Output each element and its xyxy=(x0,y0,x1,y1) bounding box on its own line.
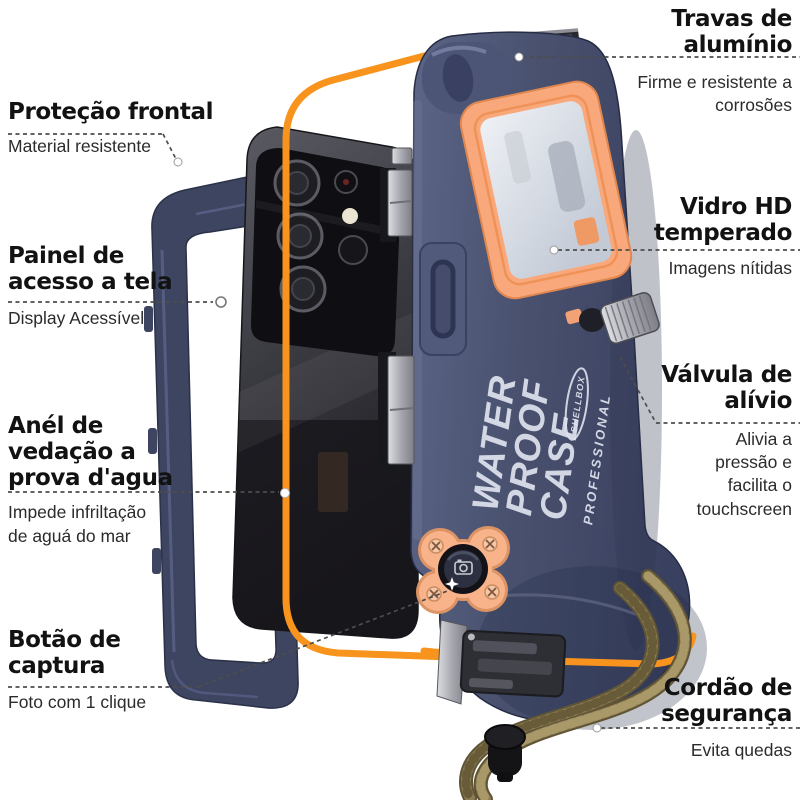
frame-tab xyxy=(148,428,157,454)
buckle xyxy=(419,242,467,356)
leader-protecao xyxy=(162,133,177,160)
callout-vidro: Vidro HD temperado Imagens nítidas xyxy=(653,194,793,280)
callout-travas: Travas de alumínio Firme e resistente a … xyxy=(637,6,792,117)
camera-flash xyxy=(342,208,358,224)
phone-volume-button xyxy=(233,305,239,349)
phone-power-button xyxy=(233,362,238,392)
marker-vidro xyxy=(549,245,559,255)
callout-valvula-title: Válvula de alívio xyxy=(661,362,792,414)
seal-gasket xyxy=(282,51,564,665)
marker-travas xyxy=(514,52,524,62)
camera-module xyxy=(250,148,401,357)
callout-vidro-title: Vidro HD temperado xyxy=(653,194,793,246)
callout-protecao-subtitle: Material resistente xyxy=(8,135,151,156)
frame-tab xyxy=(152,548,161,574)
bottom-latch xyxy=(436,619,567,705)
callout-painel-title: Painel de acesso a tela xyxy=(8,243,173,295)
cord-toggle[interactable] xyxy=(484,724,526,782)
shutter-button[interactable] xyxy=(416,526,510,614)
callout-anel-subtitle: Impede infriltação de aguá do mar xyxy=(8,502,147,546)
camera-icon xyxy=(454,559,473,575)
leader-valvula-diag xyxy=(619,356,657,424)
callout-travas-subtitle: Firme e resistente a corrosões xyxy=(637,71,792,115)
safety-cord xyxy=(459,569,692,800)
hinge-knuckle-top xyxy=(422,42,512,114)
callout-valvula: Válvula de alívio Alivia a pressão e fac… xyxy=(661,362,792,521)
callout-valvula-subtitle: Alivia a pressão e facilita o touchscree… xyxy=(696,428,792,519)
phone xyxy=(232,126,419,639)
relief-valve xyxy=(565,292,660,344)
star-marker xyxy=(445,577,459,591)
callout-botao: Botão de captura Foto com 1 clique xyxy=(8,627,147,714)
front-frame xyxy=(144,174,299,709)
aluminium-side-latches xyxy=(378,147,415,470)
callout-protecao-title: Proteção frontal xyxy=(8,99,214,125)
callout-travas-title: Travas de alumínio xyxy=(671,6,792,58)
phone-reflection xyxy=(318,452,348,512)
callout-vidro-subtitle: Imagens nítidas xyxy=(668,257,792,278)
marker-anel xyxy=(280,488,290,498)
back-case: WATER PROOF CASE PROFESSIONAL SHELLBOX xyxy=(378,28,707,730)
callout-botao-title: Botão de captura xyxy=(8,627,121,679)
callout-painel: Painel de acesso a tela Display Acessíve… xyxy=(8,243,173,330)
callout-cordao-title: Cordão de segurança xyxy=(661,675,792,727)
camera-sensor xyxy=(338,235,368,265)
marker-protecao xyxy=(173,157,183,167)
callout-protecao: Proteção frontal Material resistente xyxy=(8,99,214,158)
callout-painel-subtitle: Display Acessível xyxy=(8,307,145,328)
marker-painel xyxy=(215,296,227,308)
leader-lines xyxy=(8,56,800,729)
callout-botao-subtitle: Foto com 1 clique xyxy=(8,691,147,712)
callout-cordao-subtitle: Evita quedas xyxy=(690,739,792,760)
leader-botao xyxy=(197,589,451,688)
callout-anel: Anél de vedação a prova d'agua Impede in… xyxy=(8,413,173,548)
camera-window xyxy=(459,80,633,300)
marker-cordao xyxy=(592,723,602,733)
callout-anel-title: Anél de vedação a prova d'agua xyxy=(8,413,173,491)
shutter-screws xyxy=(426,536,500,602)
leader-markers xyxy=(173,52,602,733)
callout-cordao: Cordão de segurança Evita quedas xyxy=(661,675,792,762)
frame-tab xyxy=(144,306,153,332)
